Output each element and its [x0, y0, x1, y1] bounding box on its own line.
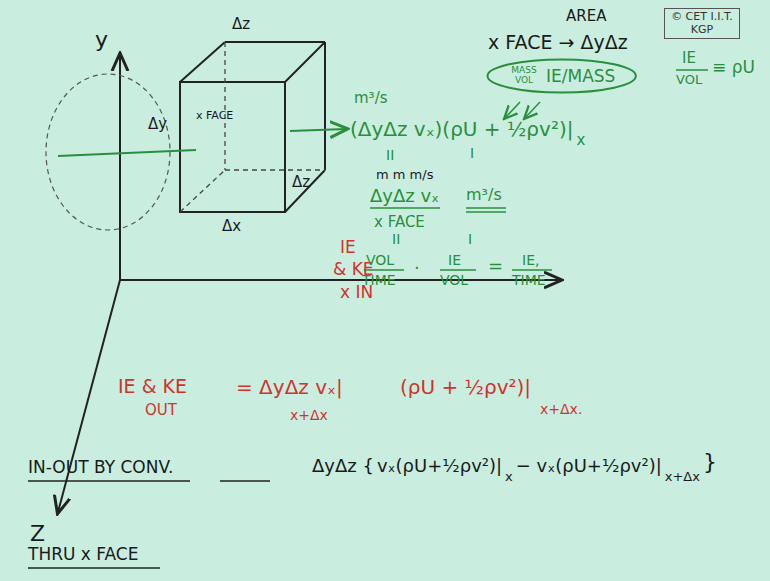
handwritten-label: ·	[414, 258, 420, 278]
watermark-box: © CET I.I.T. KGP	[664, 8, 740, 39]
handwritten-label: IE	[340, 238, 356, 257]
handwritten-label: x	[576, 132, 585, 149]
handwritten-label: =	[488, 256, 503, 276]
handwritten-label: IE & KE	[118, 376, 187, 397]
handwritten-label: Z	[30, 522, 45, 546]
small-fraction: MASS VOL	[508, 66, 540, 86]
handwritten-label: IE	[448, 253, 461, 268]
control-volume	[180, 42, 325, 212]
fraction-bars	[364, 70, 708, 270]
handwritten-label: Δz	[232, 16, 250, 33]
circled-note: MASS VOL IE/MASS	[486, 58, 637, 94]
handwritten-label: m³/s	[354, 90, 388, 107]
handwritten-label: I	[468, 232, 472, 247]
handwritten-label: TIME	[512, 273, 546, 288]
handwritten-label: AREA	[566, 8, 606, 25]
handwritten-label: (ρU + ½ρv²)|	[400, 376, 531, 398]
pointer-arrows	[505, 102, 540, 118]
handwritten-label: − vₓ(ρU+½ρv²)|	[516, 456, 662, 476]
handwritten-label: IE,	[522, 253, 539, 268]
note-text: IE/MASS	[546, 66, 615, 86]
handwritten-label: x FACE	[196, 110, 233, 122]
handwritten-label: ≡ ρU	[712, 58, 755, 77]
handwritten-label: IN-OUT BY CONV.	[28, 458, 173, 477]
handwritten-label: ΔyΔz {	[312, 456, 374, 476]
handwritten-label: VOL	[440, 273, 468, 288]
handwritten-label: }	[703, 450, 717, 474]
handwritten-label: Δz	[292, 174, 310, 191]
handwritten-label: VOL	[676, 73, 702, 87]
handwritten-label: = ΔyΔz vₓ|	[236, 376, 343, 398]
handwritten-label: x+Δx.	[540, 402, 582, 417]
handwritten-label: vₓ(ρU+½ρv²)|	[377, 456, 502, 476]
handwritten-label: (ΔyΔz vₓ)(ρU + ½ρv²)|	[350, 118, 573, 140]
handwritten-label: VOL	[366, 253, 394, 268]
handwritten-label: Δy	[148, 116, 167, 133]
handwritten-label: II	[386, 148, 394, 163]
handwritten-label: x FACE → ΔyΔz	[488, 32, 628, 53]
handwritten-label: y	[95, 28, 108, 52]
handwritten-label: I	[470, 146, 474, 161]
handwritten-label: THRU x FACE	[28, 545, 138, 564]
flow-arrow	[58, 129, 346, 156]
handwritten-label: m m m/s	[376, 168, 433, 182]
handwritten-label: x FACE	[374, 214, 425, 231]
handwritten-label: TIME	[362, 273, 396, 288]
handwritten-label: x	[505, 470, 513, 484]
handwritten-label: m³/s	[466, 186, 502, 204]
handwritten-label: II	[392, 232, 400, 247]
hidden-edges	[180, 42, 325, 212]
handwritten-label: x+Δx	[665, 470, 700, 484]
handwritten-label: x+Δx	[290, 408, 328, 423]
underlines	[28, 481, 270, 568]
handwritten-label: IE	[682, 50, 696, 67]
handwritten-label: OUT	[145, 402, 177, 419]
handwritten-label: Δx	[222, 218, 241, 235]
handwritten-label: ΔyΔz vₓ	[370, 186, 439, 206]
watermark-text: © CET I.I.T. KGP	[669, 11, 735, 36]
